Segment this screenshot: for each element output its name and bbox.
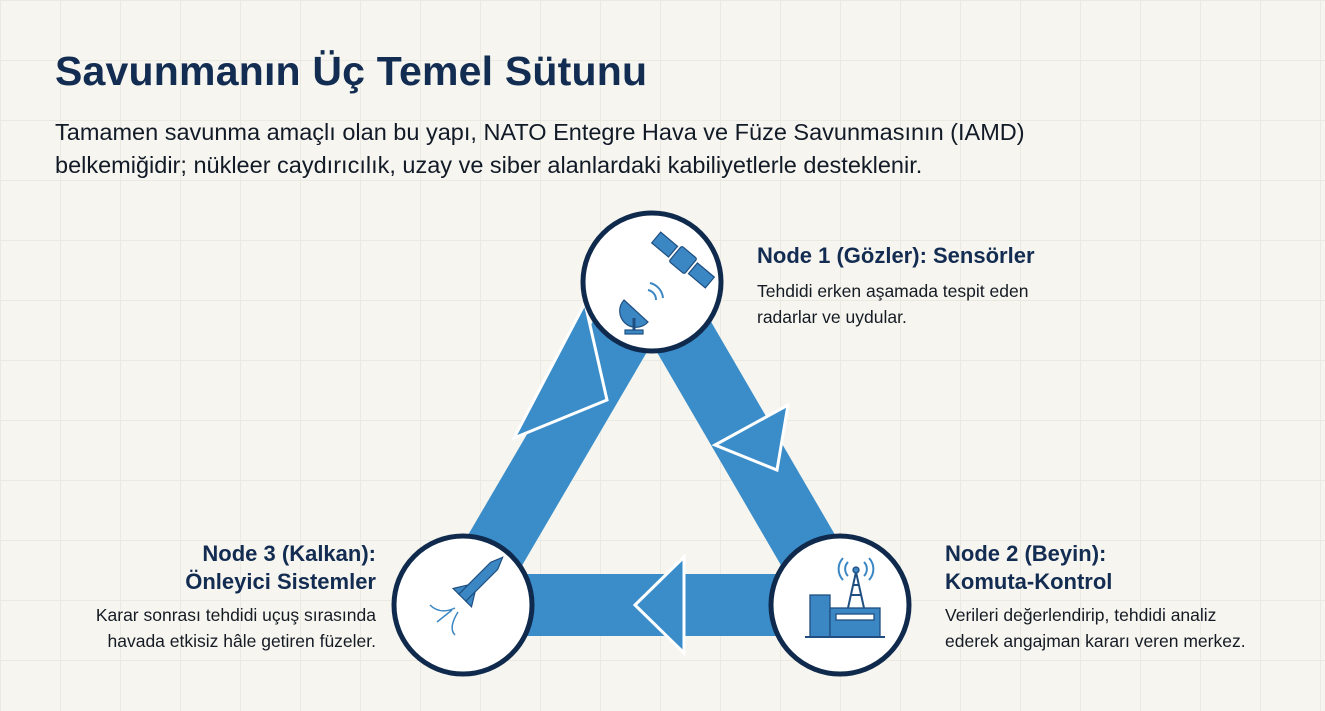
satellite-radar-icon	[619, 231, 716, 335]
node-3-text: Node 3 (Kalkan): Önleyici Sistemler Kara…	[96, 540, 376, 654]
arrowhead-node3-to-node1	[510, 298, 609, 441]
title-line: Komuta-Kontrol	[945, 569, 1113, 594]
node-2-circle	[768, 533, 912, 677]
desc-line: ederek angajman kararı veren merkez.	[945, 631, 1246, 651]
node-2-text: Node 2 (Beyin): Komuta-Kontrol Verileri …	[945, 540, 1246, 654]
node-3-circle	[391, 533, 535, 677]
node-3-description: Karar sonrası tehdidi uçuş sırasında hav…	[96, 602, 376, 654]
node-1-text: Node 1 (Gözler): Sensörler Tehdidi erken…	[757, 242, 1035, 330]
node-1-description: Tehdidi erken aşamada tespit eden radarl…	[757, 278, 1035, 330]
node-2-title: Node 2 (Beyin): Komuta-Kontrol	[945, 540, 1246, 596]
subtitle-line: Tamamen savunma amaçlı olan bu yapı, NAT…	[55, 119, 1025, 145]
page-title: Savunmanın Üç Temel Sütunu	[55, 48, 648, 94]
node-2-description: Verileri değerlendirip, tehdidi analiz e…	[945, 602, 1246, 654]
desc-line: Verileri değerlendirip, tehdidi analiz	[945, 605, 1217, 625]
node-3-title: Node 3 (Kalkan): Önleyici Sistemler	[96, 540, 376, 596]
subtitle-line: belkemiğidir; nükleer caydırıcılık, uzay…	[55, 152, 923, 178]
desc-line: radarlar ve uydular.	[757, 307, 907, 327]
desc-line: Tehdidi erken aşamada tespit eden	[757, 281, 1029, 301]
node-1-circle	[580, 210, 724, 354]
interceptor-missile-icon	[429, 556, 504, 636]
desc-line: havada etkisiz hâle getiren füzeler.	[107, 631, 377, 651]
command-center-tower-icon	[805, 557, 885, 638]
title-line: Node 2 (Beyin):	[945, 541, 1107, 566]
node-1-title: Node 1 (Gözler): Sensörler	[757, 243, 1035, 268]
title-line: Önleyici Sistemler	[185, 569, 376, 594]
arrowhead-node1-to-node2	[711, 402, 790, 473]
arrowhead-node2-to-node3	[632, 553, 686, 657]
subtitle: Tamamen savunma amaçlı olan bu yapı, NAT…	[55, 116, 1255, 182]
desc-line: Karar sonrası tehdidi uçuş sırasında	[95, 605, 376, 625]
title-line: Node 3 (Kalkan):	[202, 541, 376, 566]
